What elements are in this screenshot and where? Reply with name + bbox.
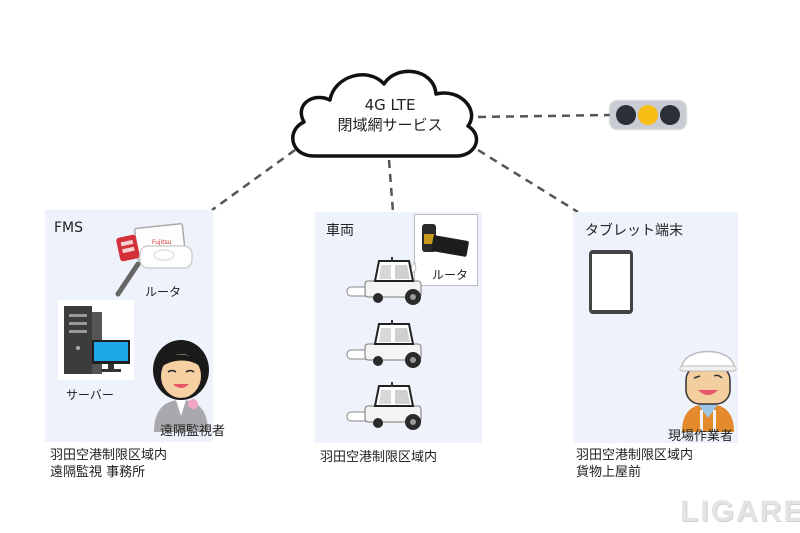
link-cloud-vehicle — [387, 159, 395, 213]
link-cloud-tablet — [477, 148, 579, 214]
server-label: サーバー — [66, 388, 114, 402]
fms-caption: 羽田空港制限区域内 遠隔監視 事務所 — [50, 447, 167, 481]
tow-tractor-icon — [346, 382, 422, 430]
fms-panel-title: FMS — [54, 220, 84, 236]
remote-supervisor-avatar — [153, 340, 209, 432]
vehicle-router-label: ルータ — [432, 268, 469, 282]
svg-text:Fujitsu: Fujitsu — [152, 239, 172, 246]
signal-lamp-yellow — [638, 105, 658, 125]
vehicle-panel-title: 車両 — [326, 223, 354, 239]
link-cloud-signal — [477, 113, 611, 119]
cloud-icon — [291, 69, 479, 158]
server-icon — [58, 300, 134, 380]
fms-caption-line1: 羽田空港制限区域内 — [50, 448, 168, 463]
router-device-icon: Fujitsu — [115, 223, 193, 297]
tow-tractor-icon — [346, 257, 422, 305]
fms-router-label: ルータ — [145, 285, 182, 299]
tablet-caption: 羽田空港制限区域内 貨物上屋前 — [576, 447, 693, 481]
tablet-caption-line1: 羽田空港制限区域内 — [576, 448, 694, 463]
vehicle-caption-line1: 羽田空港制限区域内 — [320, 450, 438, 465]
tablet-icon — [589, 250, 633, 314]
tablet-caption-line2: 貨物上屋前 — [576, 465, 642, 480]
field-worker-avatar — [679, 350, 737, 432]
cloud-label: 4G LTE 閉域網サービス — [300, 95, 480, 135]
signal-lamp-off-left — [616, 105, 636, 125]
watermark-logo: LIGARE — [680, 495, 800, 528]
link-cloud-fms — [211, 148, 296, 212]
tow-tractor-icon — [346, 320, 422, 368]
vehicle-router-icon — [422, 224, 469, 257]
field-worker-label: 現場作業者 — [668, 429, 734, 444]
remote-supervisor-label: 遠隔監視者 — [160, 424, 226, 439]
signal-lamp-off-right — [660, 105, 680, 125]
traffic-light-icon — [610, 101, 686, 129]
vehicle-caption: 羽田空港制限区域内 — [320, 449, 437, 466]
tablet-panel-title: タブレット端末 — [585, 223, 683, 239]
fms-caption-line2: 遠隔監視 事務所 — [50, 465, 146, 480]
cloud-label-line1: 4G LTE — [364, 96, 416, 114]
cloud-label-line2: 閉域網サービス — [337, 116, 443, 134]
